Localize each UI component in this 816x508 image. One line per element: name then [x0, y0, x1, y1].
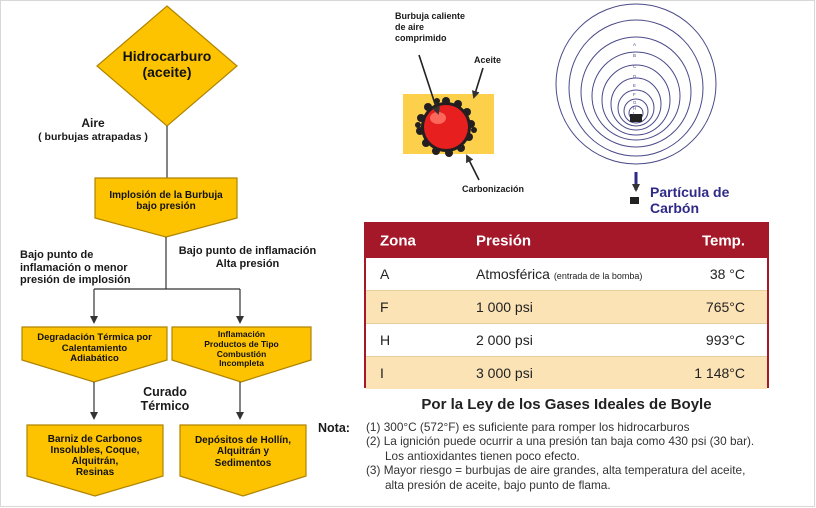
bubble-highlight — [430, 112, 446, 124]
left-branch-line: presión de implosión — [20, 274, 150, 287]
cell-pressure: 2 000 psi — [476, 332, 533, 348]
note-line: (1) 300°C (572°F) es suficiente para rom… — [366, 420, 811, 434]
top-node-text: Hidrocarburo(aceite) — [109, 40, 225, 90]
bubble-label-line: de aire — [395, 22, 495, 33]
left-branch-line: Bajo punto de — [20, 249, 150, 262]
notes-list: (1) 300°C (572°F) es suficiente para rom… — [366, 420, 811, 492]
table-row: F 1 000 psi 765°C — [366, 291, 767, 324]
air-label: Aire ( burbujas atrapadas ) — [18, 117, 168, 143]
air-label-line: Aire — [18, 117, 168, 131]
pressure-note: (entrada de la bomba) — [554, 271, 643, 281]
table-header: Zona Presión Temp. — [366, 224, 767, 258]
carbon-particle-label: Partícula de Carbón — [650, 184, 750, 216]
notes-label: Nota: — [318, 421, 350, 435]
note-line: alta presión de aceite, bajo punto de fl… — [366, 478, 811, 492]
right-branch-line: Alta presión — [170, 258, 325, 271]
oil-label: Aceite — [474, 55, 501, 65]
header-temp: Temp. — [702, 233, 745, 250]
top-node-line: (aceite) — [123, 65, 212, 81]
cure-line: Curado — [115, 385, 215, 399]
note-line: Los antioxidantes tienen poco efecto. — [366, 449, 811, 463]
table-row: I 3 000 psi 1 148°C — [366, 357, 767, 389]
contour-letter: A — [633, 42, 636, 47]
cell-zone: H — [380, 332, 390, 348]
note-line: (3) Mayor riesgo = burbujas de aire gran… — [366, 463, 811, 477]
header-zone: Zona — [380, 233, 416, 250]
bubble-label-line: Burbuja caliente — [395, 11, 495, 22]
particle-label-line: Carbón — [650, 200, 750, 216]
contour-letter: B — [633, 53, 636, 58]
right-branch-label: Bajo punto de inflamación Alta presión — [170, 245, 325, 270]
note-line: (2) La ignición puede ocurrir a una pres… — [366, 434, 811, 448]
left-branch-line: inflamación o menor — [20, 262, 150, 275]
cure-line: Térmico — [115, 399, 215, 413]
implosion-line: bajo presión — [109, 201, 222, 212]
cell-pressure: 1 000 psi — [476, 299, 533, 315]
contour-letter: F — [633, 92, 636, 97]
contour-letter: I — [633, 111, 634, 116]
carbonization-label: Carbonización — [462, 184, 524, 194]
cure-label: Curado Térmico — [115, 385, 215, 414]
particle-label-line: Partícula de — [650, 184, 750, 200]
zone-table: Zona Presión Temp. A Atmosférica (entrad… — [364, 222, 769, 388]
deposits-line: Alquitrán y — [195, 446, 291, 457]
contour-letter: D — [633, 74, 636, 79]
varnish-line: Resinas — [48, 467, 142, 478]
cell-temp: 993°C — [706, 332, 745, 348]
contour-letter: G — [633, 100, 637, 105]
varnish-line: Barniz de Carbonos — [48, 434, 142, 445]
ignition-line: Incompleta — [204, 359, 278, 369]
table-row: A Atmosférica (entrada de la bomba) 38 °… — [366, 258, 767, 291]
hot-air-bubble — [424, 105, 468, 149]
left-branch-label: Bajo punto de inflamación o menor presió… — [20, 249, 150, 287]
top-node-line: Hidrocarburo — [123, 49, 212, 65]
law-title: Por la Ley de los Gases Ideales de Boyle — [364, 396, 769, 413]
cell-pressure: 3 000 psi — [476, 365, 533, 381]
varnish-line: Insolubles, Coque, — [48, 445, 142, 456]
contour-letter: C — [633, 64, 636, 69]
right-branch-line: Bajo punto de inflamación — [170, 245, 325, 258]
cell-temp: 38 °C — [710, 266, 745, 282]
bubble-label: Burbuja caliente de aire comprimido — [395, 11, 495, 43]
table-row: H 2 000 psi 993°C — [366, 324, 767, 357]
deposits-line: Sedimentos — [195, 458, 291, 469]
cell-temp: 765°C — [706, 299, 745, 315]
air-label-line: ( burbujas atrapadas ) — [18, 131, 168, 143]
cell-pressure: Atmosférica (entrada de la bomba) — [476, 266, 642, 282]
pointer-carbon — [467, 156, 479, 180]
cell-temp: 1 148°C — [694, 365, 745, 381]
contour-letter: E — [633, 83, 636, 88]
pressure-value: Atmosférica — [476, 266, 550, 282]
pointer-oil — [474, 68, 483, 97]
carbon-particle — [630, 197, 639, 204]
implosion-line: Implosión de la Burbuja — [109, 190, 222, 201]
carbon-particle-mark — [630, 114, 642, 122]
varnish-line: Alquitrán, — [48, 456, 142, 467]
cell-zone: I — [380, 365, 384, 381]
header-pressure: Presión — [476, 233, 531, 250]
cell-zone: A — [380, 266, 389, 282]
cell-zone: F — [380, 299, 389, 315]
degradation-line: Adiabático — [37, 354, 152, 365]
bubble-label-line: comprimido — [395, 33, 495, 44]
deposits-line: Depósitos de Hollín, — [195, 435, 291, 446]
